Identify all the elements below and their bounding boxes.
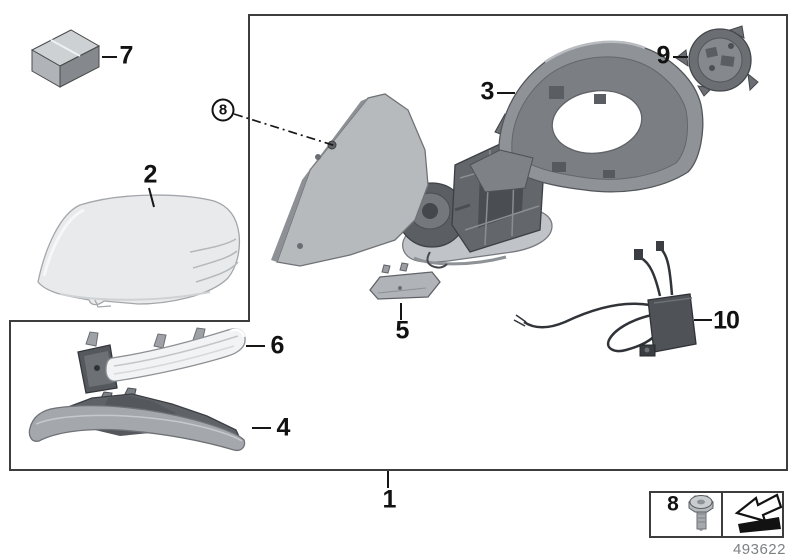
- callout-6[interactable]: 6: [270, 331, 285, 360]
- part-5-drawing: [369, 262, 441, 300]
- callout-4[interactable]: 4: [276, 413, 291, 442]
- part-4-drawing: [28, 387, 246, 452]
- callout-3[interactable]: 3: [480, 77, 495, 106]
- hex-bolt-icon: [688, 495, 714, 531]
- direction-arrow-icon: [734, 493, 783, 533]
- callout-1[interactable]: 1: [382, 485, 397, 514]
- drawing-number: 493622: [732, 541, 786, 558]
- part-10-drawing: [513, 241, 697, 357]
- callout-10[interactable]: 10: [713, 306, 740, 335]
- assembly-group-box: [9, 14, 788, 471]
- callout-5[interactable]: 5: [395, 316, 410, 345]
- part-2-drawing: [37, 194, 241, 308]
- callout-2[interactable]: 2: [143, 160, 158, 189]
- part-7-drawing: [30, 29, 101, 88]
- part-6-drawing: [77, 327, 246, 394]
- legend-box: [649, 491, 784, 538]
- leader-lines: [102, 56, 712, 488]
- part-3-drawing: [469, 40, 704, 193]
- part-9-drawing: [675, 25, 759, 97]
- callout-7[interactable]: 7: [119, 41, 134, 70]
- legend-ref-8[interactable]: 8: [667, 492, 679, 516]
- callout-8-circled[interactable]: 8: [211, 98, 235, 122]
- callout-9[interactable]: 9: [656, 41, 671, 70]
